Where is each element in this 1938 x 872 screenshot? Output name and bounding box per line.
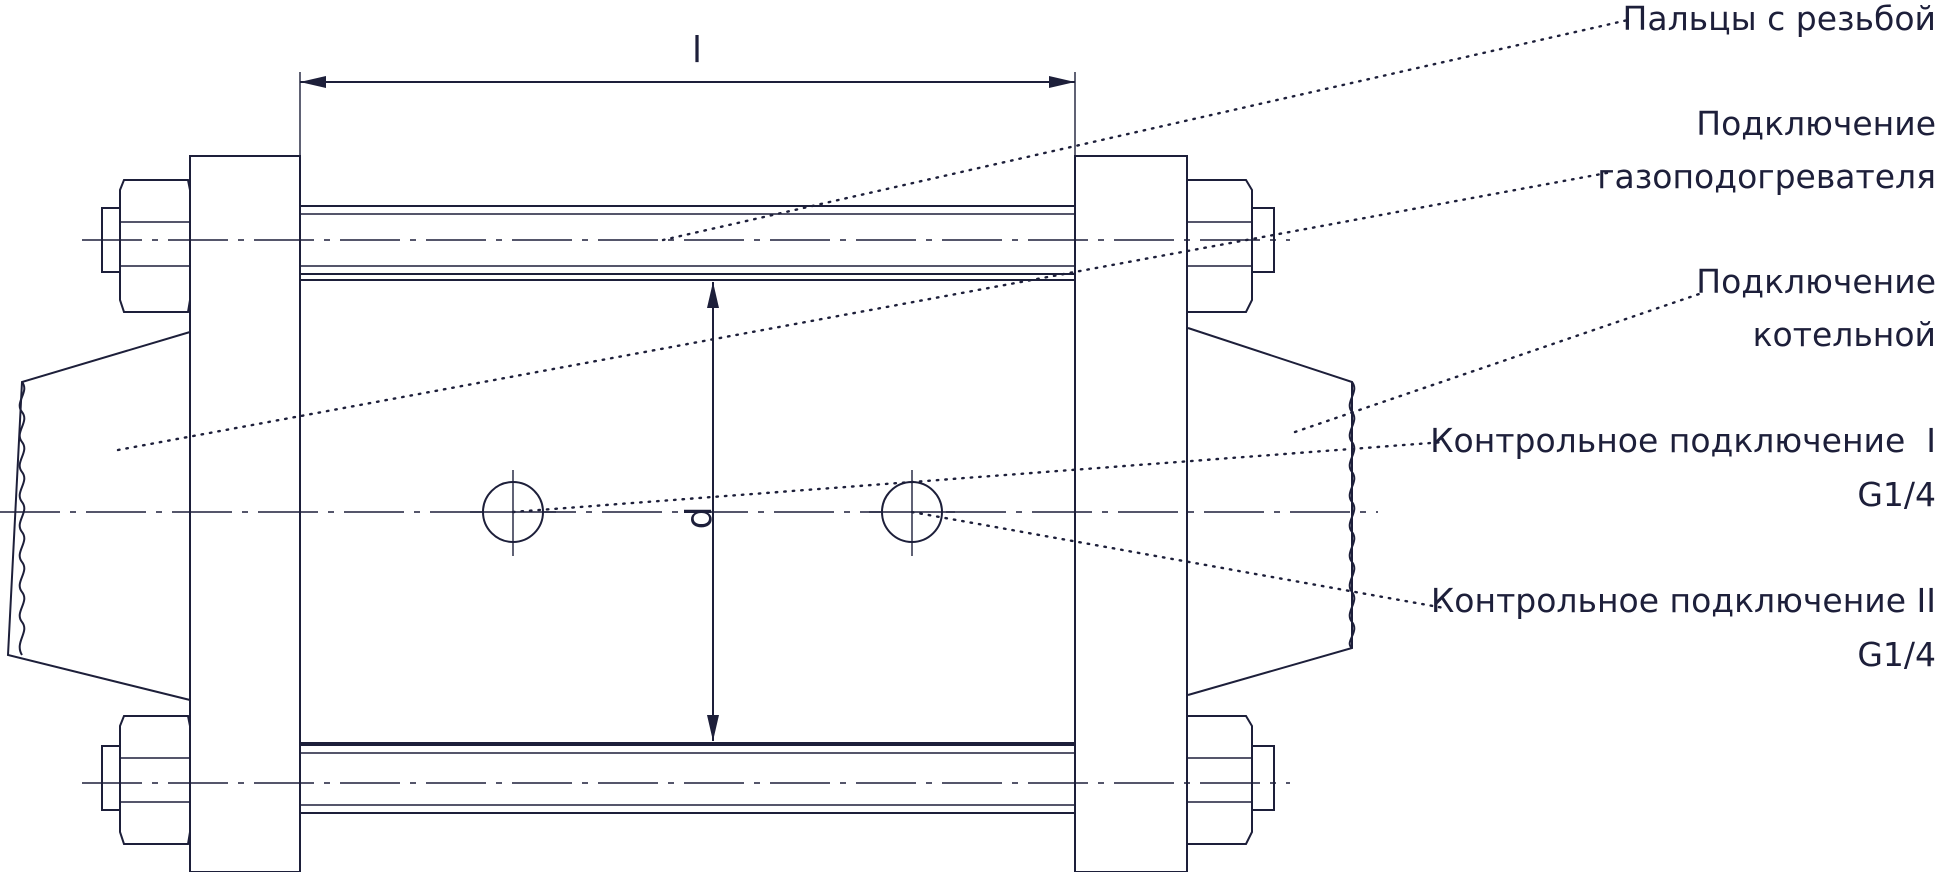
callout-labels: Пальцы с резьбой Подключение газоподогре… bbox=[1430, 0, 1936, 674]
dimension-length-label: l bbox=[692, 30, 702, 71]
leader-heater-connection bbox=[116, 170, 1614, 452]
dimension-length: l bbox=[299, 30, 1076, 206]
right-pipe-stub bbox=[1187, 327, 1356, 696]
label-threaded-studs: Пальцы с резьбой bbox=[1623, 0, 1936, 38]
leader-boiler-connection bbox=[1293, 290, 1707, 434]
right-upper-nut bbox=[1186, 179, 1275, 313]
right-flange bbox=[1074, 155, 1188, 872]
label-control-connection-2-line1: Контрольное подключение II bbox=[1431, 581, 1936, 620]
label-control-connection-2-line2: G1/4 bbox=[1857, 635, 1936, 674]
right-lower-nut bbox=[1186, 715, 1275, 845]
label-heater-connection-line1: Подключение bbox=[1696, 104, 1936, 143]
left-lower-nut bbox=[101, 715, 191, 845]
dimension-diameter-label: d bbox=[679, 507, 720, 530]
label-boiler-connection-line2: котельной bbox=[1753, 315, 1936, 354]
leader-lines bbox=[116, 18, 1707, 610]
lower-threaded-stud bbox=[299, 744, 1076, 814]
left-flange bbox=[189, 155, 301, 872]
leader-threaded-studs bbox=[661, 18, 1630, 242]
leader-control-connection-1 bbox=[511, 440, 1446, 514]
leader-control-connection-2 bbox=[910, 510, 1446, 610]
label-control-connection-1-line1: Контрольное подключение I bbox=[1430, 421, 1936, 460]
label-heater-connection-line2: газоподогревателя bbox=[1597, 157, 1936, 196]
dimension-diameter: d bbox=[679, 282, 720, 741]
label-control-connection-1-line2: G1/4 bbox=[1857, 475, 1936, 514]
label-boiler-connection-line1: Подключение bbox=[1696, 262, 1936, 301]
left-upper-nut bbox=[101, 179, 191, 313]
left-pipe-stub bbox=[6, 331, 191, 701]
